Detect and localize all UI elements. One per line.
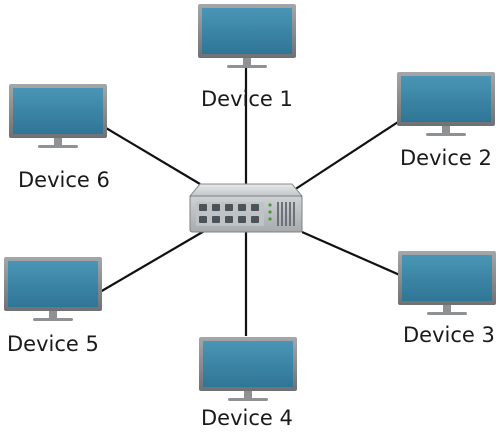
link-device-5 bbox=[99, 229, 207, 293]
device-1-monitor-icon bbox=[198, 4, 296, 68]
device-1-label: Device 1 bbox=[201, 87, 293, 111]
device-2-label: Device 2 bbox=[400, 146, 492, 170]
link-device-2 bbox=[293, 121, 399, 191]
device-3-monitor-icon bbox=[398, 251, 496, 315]
device-3-label: Device 3 bbox=[403, 323, 495, 347]
device-2-monitor-icon bbox=[397, 72, 495, 136]
device-5-monitor-icon bbox=[4, 257, 102, 321]
device-4-monitor-icon bbox=[199, 337, 297, 401]
link-device-3 bbox=[301, 230, 403, 278]
device-6-label: Device 6 bbox=[18, 168, 110, 192]
network-switch-icon bbox=[188, 183, 304, 233]
link-device-6 bbox=[105, 127, 201, 185]
device-6-monitor-icon bbox=[9, 84, 107, 148]
device-5-label: Device 5 bbox=[7, 332, 99, 356]
device-4-label: Device 4 bbox=[201, 406, 293, 430]
